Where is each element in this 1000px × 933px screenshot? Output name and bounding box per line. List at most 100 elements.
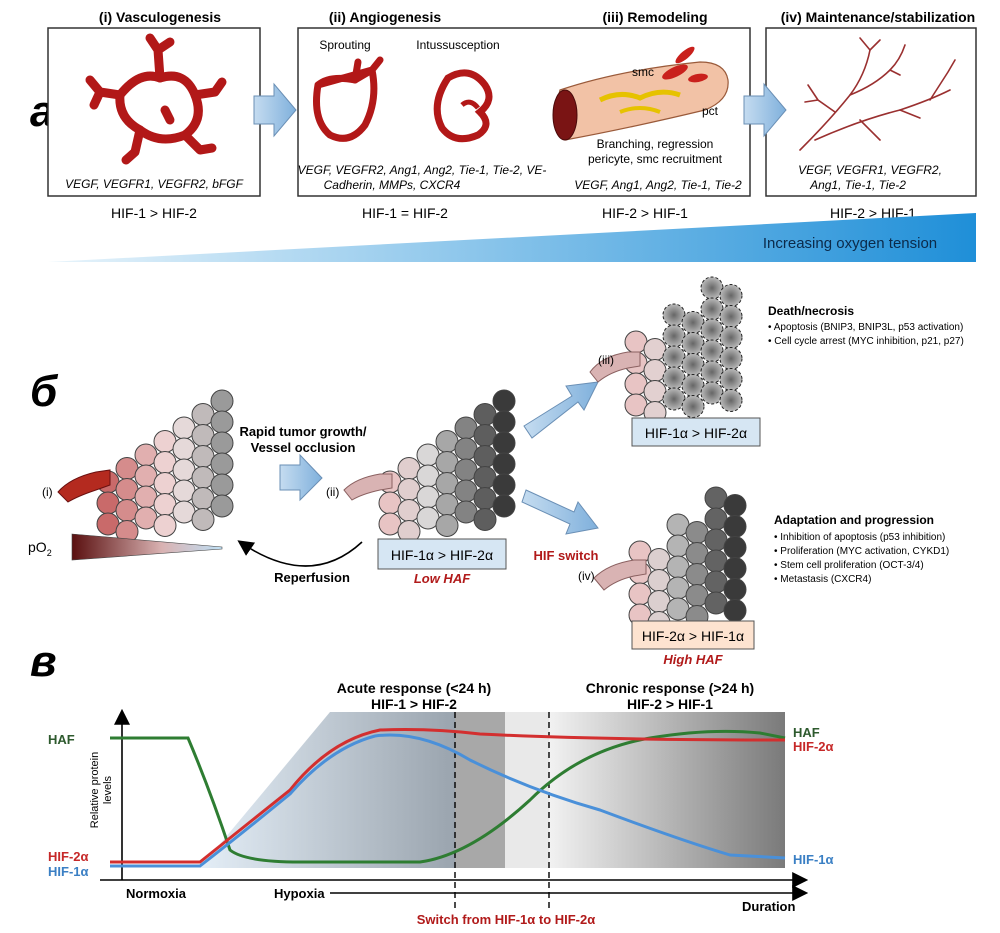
left-haf-label: HAF bbox=[48, 732, 75, 747]
box-iv-text: HIF-2α > HIF-1α bbox=[642, 628, 744, 644]
stage-1-hif: HIF-1 > HIF-2 bbox=[111, 205, 197, 221]
tumor-cell bbox=[723, 515, 747, 538]
remodeling-vessel-icon bbox=[552, 46, 729, 141]
tumor-cell bbox=[210, 473, 234, 497]
stage-2-genes-line2: Cadherin, MMPs, CXCR4 bbox=[324, 178, 461, 192]
tumor-adapted bbox=[628, 486, 747, 634]
oxygen-tension-label: Increasing oxygen tension bbox=[763, 235, 937, 252]
tumor-cell bbox=[492, 410, 516, 434]
tumor-cell bbox=[662, 324, 686, 348]
arrow-1-2-icon bbox=[253, 82, 297, 138]
normoxia-label: Normoxia bbox=[126, 886, 187, 901]
tumor-cell bbox=[700, 318, 724, 342]
tumor-cell bbox=[700, 339, 724, 363]
low-haf-label: Low HAF bbox=[414, 571, 471, 586]
death-title: Death/necrosis bbox=[768, 304, 854, 318]
tumor-cell bbox=[210, 410, 234, 434]
right-haf-label: HAF bbox=[793, 725, 820, 740]
switch-label: Switch from HIF-1α to HIF-2α bbox=[417, 912, 595, 927]
vessel-i-icon bbox=[57, 469, 111, 503]
stage-2-title: (ii) Angiogenesis bbox=[329, 9, 441, 25]
panel-a: а (i) Vasculogenesis (ii) Angiogenesis (… bbox=[30, 9, 977, 262]
intussusception-label: Intussusception bbox=[416, 38, 499, 52]
tumor-cell bbox=[210, 431, 234, 455]
tumor-cell bbox=[719, 368, 743, 391]
tumor-cell bbox=[719, 305, 743, 328]
box-ii-text: HIF-1α > HIF-2α bbox=[391, 547, 493, 563]
adapt-item-4: • Metastasis (CXCR4) bbox=[774, 574, 871, 585]
tumor-cell bbox=[700, 381, 724, 405]
hypoxia-label: Hypoxia bbox=[274, 886, 325, 901]
tumor-cell bbox=[681, 311, 705, 334]
vessel-iii-icon bbox=[589, 351, 641, 383]
panel-b-letter: б bbox=[30, 367, 59, 416]
stage-3-hif: HIF-2 > HIF-1 bbox=[602, 205, 688, 221]
panel-c: в Acute response (<24 h) HIF-1 > HIF-2 C… bbox=[30, 637, 834, 927]
box-iii-text: HIF-1α > HIF-2α bbox=[645, 425, 747, 441]
po2-label: pO2 bbox=[28, 539, 52, 558]
tumor-cell bbox=[681, 374, 705, 397]
tumor-cell bbox=[700, 297, 724, 321]
hif1-curve bbox=[110, 733, 786, 868]
tumor-cell bbox=[723, 494, 747, 517]
stage-2-hif: HIF-1 = HIF-2 bbox=[362, 205, 448, 221]
tumor-cell bbox=[473, 508, 497, 531]
tumor-cell bbox=[210, 452, 234, 476]
vessel-iv-icon bbox=[593, 559, 647, 591]
stage-4-hif: HIF-2 > HIF-1 bbox=[830, 205, 916, 221]
adapt-item-2: • Proliferation (MYC activation, CYKD1) bbox=[774, 546, 949, 557]
intussusception-vessel-icon bbox=[433, 69, 493, 143]
death-item-1: • Apoptosis (BNIP3, BNIP3L, p53 activati… bbox=[768, 322, 963, 333]
tumor-cell bbox=[681, 353, 705, 376]
vessel-ii-icon bbox=[343, 473, 393, 501]
haf-curve bbox=[110, 729, 786, 864]
high-haf-label: High HAF bbox=[663, 652, 723, 667]
tumor-cell bbox=[643, 380, 667, 403]
growth-label-line2: Vessel occlusion bbox=[251, 440, 356, 455]
hif2-curve bbox=[110, 728, 786, 864]
acute-label-line1: Acute response (<24 h) bbox=[337, 680, 491, 696]
adapt-title: Adaptation and progression bbox=[774, 513, 934, 527]
stage-4-genes-line2: Ang1, Tie-1, Tie-2 bbox=[809, 178, 906, 192]
tumor-cell bbox=[662, 366, 686, 390]
tumor-cell bbox=[153, 514, 177, 537]
adapt-item-3: • Stem cell proliferation (OCT-3/4) bbox=[774, 560, 924, 571]
tumor-cell bbox=[723, 536, 747, 559]
stage-1-genes: VEGF, VEGFR1, VEGFR2, bFGF bbox=[65, 177, 243, 191]
arrow-3-4-icon bbox=[743, 82, 787, 138]
box-iv bbox=[631, 620, 755, 650]
tumor-cell bbox=[662, 345, 686, 369]
label-iv: (iv) bbox=[578, 569, 595, 583]
left-hif2-label: HIF-2α bbox=[48, 849, 89, 864]
tumor-cell bbox=[492, 494, 516, 518]
tumor-cell bbox=[700, 276, 724, 300]
tumor-cell bbox=[723, 578, 747, 601]
tumor-cell bbox=[681, 332, 705, 355]
tumor-cell bbox=[210, 389, 234, 413]
stage-1-title: (i) Vasculogenesis bbox=[99, 9, 221, 25]
stage-3-title: (iii) Remodeling bbox=[603, 9, 708, 25]
y-axis-label-line2: levels bbox=[102, 775, 114, 804]
chronic-label-line1: Chronic response (>24 h) bbox=[586, 680, 754, 696]
right-hif1-label: HIF-1α bbox=[793, 852, 834, 867]
po2-gradient bbox=[71, 533, 223, 561]
tumor-cell bbox=[719, 389, 743, 412]
stage-4-title: (iv) Maintenance/stabilization bbox=[781, 9, 975, 25]
sprouting-label: Sprouting bbox=[319, 38, 370, 52]
tumor-cell bbox=[700, 360, 724, 384]
stage-3-desc-line2: pericyte, smc recruitment bbox=[588, 152, 723, 166]
sprouting-vessel-icon bbox=[313, 56, 384, 142]
chronic-label-line2: HIF-2 > HIF-1 bbox=[627, 696, 713, 712]
tumor-cell bbox=[723, 557, 747, 580]
tumor-cell bbox=[210, 494, 234, 518]
y-axis-label-line1: Relative protein bbox=[89, 752, 101, 828]
transition-shading-1 bbox=[455, 712, 505, 868]
stage-3-genes: VEGF, Ang1, Ang2, Tie-1, Tie-2 bbox=[574, 178, 742, 192]
tumor-cell bbox=[643, 359, 667, 382]
tumor-cell bbox=[662, 303, 686, 327]
tumor-cell bbox=[492, 473, 516, 497]
arrow-to-necrosis-icon bbox=[523, 381, 599, 439]
acute-region-shading bbox=[200, 712, 455, 868]
tumor-hypoxic bbox=[378, 389, 516, 543]
adapt-item-1: • Inhibition of apoptosis (p53 inhibitio… bbox=[774, 532, 945, 543]
